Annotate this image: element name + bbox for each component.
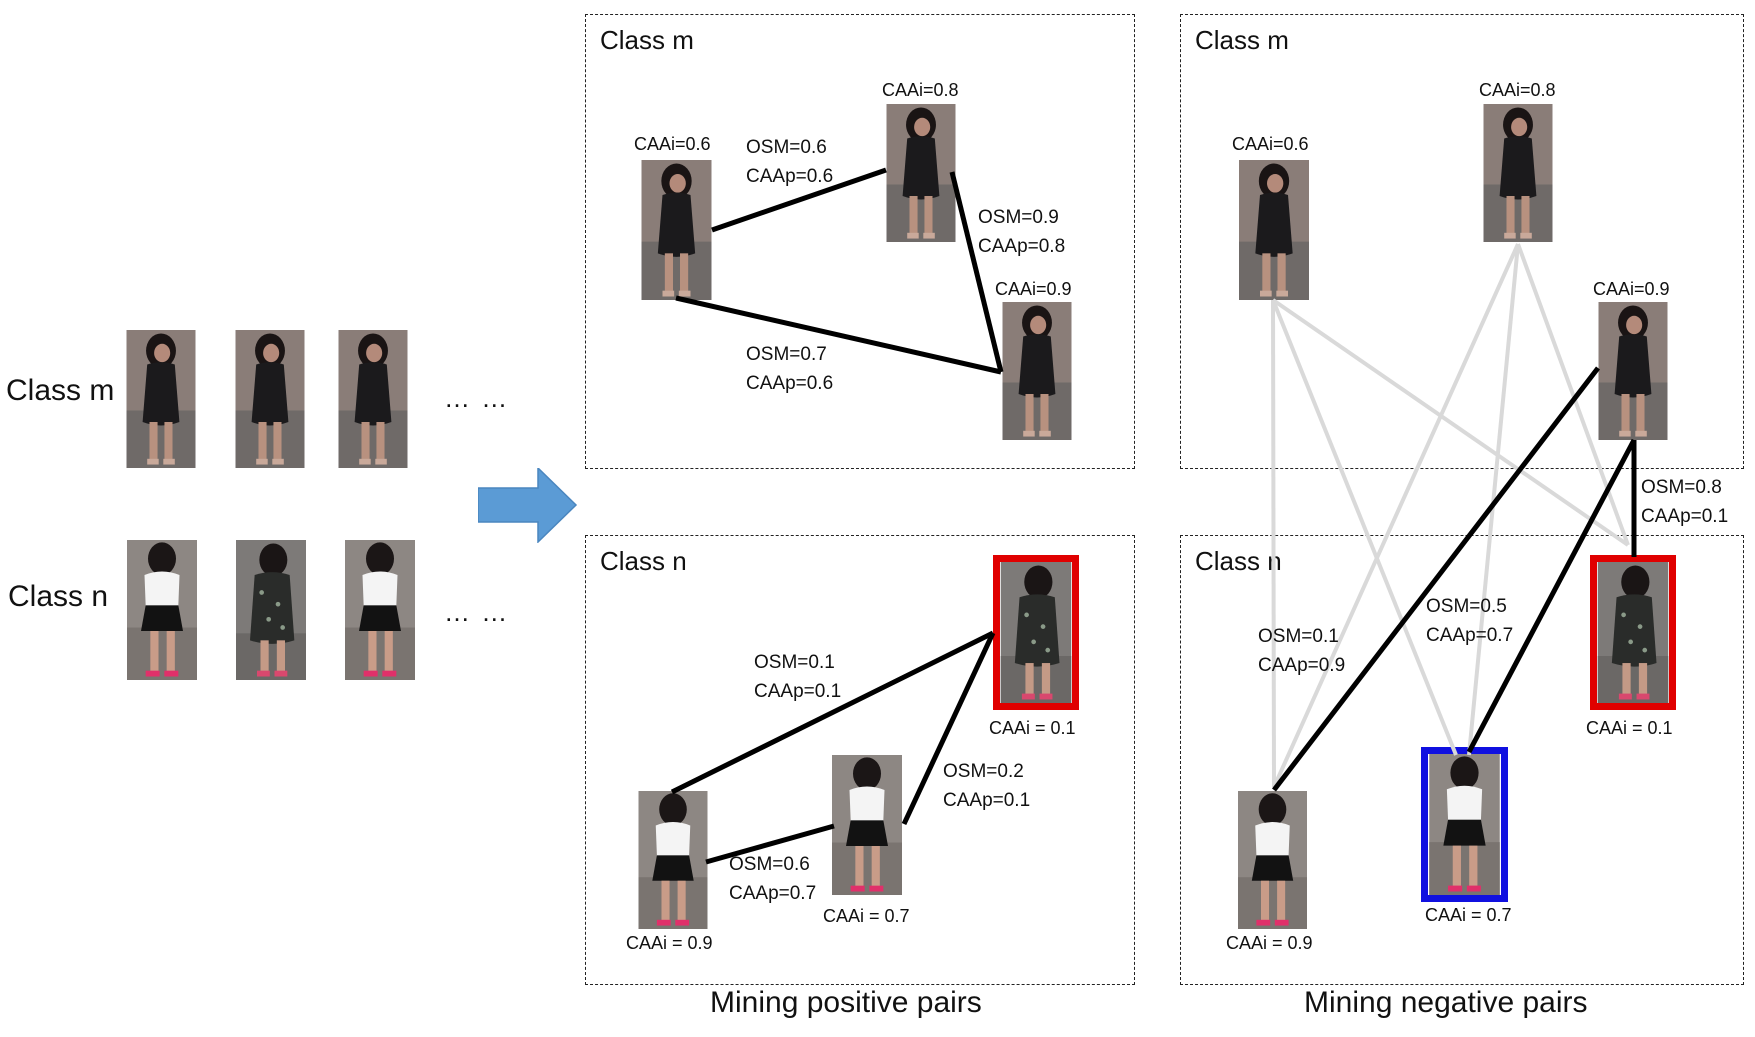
caai-label: CAAi=0.6: [1232, 134, 1309, 154]
caap-value: CAAp=0.6: [746, 166, 834, 187]
person-image: [1239, 160, 1309, 300]
panel-title: Class n: [600, 546, 687, 576]
osm-value: OSM=0.1: [754, 652, 835, 673]
hard-negative-image: [1590, 555, 1676, 710]
person-image: [637, 791, 709, 929]
osm-value: OSM=0.9: [978, 207, 1059, 228]
panel-title: Class m: [1195, 25, 1289, 55]
person-image: [886, 104, 956, 242]
osm-value: OSM=0.7: [746, 344, 827, 365]
edge-score-label: OSM=0.9 CAAp=0.8: [978, 203, 1065, 261]
edge-score-label: OSM=0.1 CAAp=0.1: [754, 648, 841, 706]
hard-positive-image: [993, 555, 1079, 710]
person-image: [1002, 302, 1072, 440]
caap-value: CAAp=0.1: [1641, 506, 1729, 527]
selected-negative-image: [1421, 747, 1508, 902]
edge-score-label: OSM=0.5 CAAp=0.7: [1426, 592, 1513, 650]
osm-value: OSM=0.2: [943, 761, 1024, 782]
caai-label: CAAi = 0.9: [1226, 933, 1313, 953]
person-image: [641, 160, 712, 300]
caai-label: CAAi=0.8: [882, 80, 959, 100]
caap-value: CAAp=0.7: [1426, 625, 1514, 646]
edge-score-label: OSM=0.2 CAAp=0.1: [943, 757, 1030, 815]
person-image: [1598, 302, 1668, 440]
caai-label: CAAi = 0.7: [823, 906, 910, 926]
right-arrow-icon: [478, 468, 578, 543]
person-image-m2: [235, 330, 305, 468]
panel-title: Class m: [600, 25, 694, 55]
person-image-n3: [344, 540, 416, 680]
edge-score-label: OSM=0.6 CAAp=0.6: [746, 133, 833, 191]
osm-value: OSM=0.1: [1258, 626, 1339, 647]
edge-score-label: OSM=0.1 CAAp=0.9: [1258, 622, 1345, 680]
caap-value: CAAp=0.1: [754, 681, 842, 702]
person-image-m1: [126, 330, 196, 468]
caap-value: CAAp=0.1: [943, 790, 1031, 811]
left-class-m-label: Class m: [6, 374, 115, 407]
caai-label: CAAi=0.6: [634, 134, 711, 154]
osm-value: OSM=0.5: [1426, 596, 1507, 617]
negative-caption: Mining negative pairs: [1304, 986, 1588, 1019]
caai-label: CAAi = 0.1: [989, 718, 1076, 738]
left-class-n-label: Class n: [8, 580, 109, 613]
caap-value: CAAp=0.7: [729, 883, 817, 904]
left-n-ellipsis: … …: [444, 597, 510, 627]
caai-label: CAAi = 0.9: [626, 933, 713, 953]
panel-title: Class n: [1195, 546, 1282, 576]
caai-label: CAAi=0.8: [1479, 80, 1556, 100]
person-image: [1237, 791, 1308, 929]
caai-label: CAAi=0.9: [995, 279, 1072, 299]
osm-value: OSM=0.6: [746, 137, 827, 158]
positive-caption: Mining positive pairs: [710, 986, 982, 1019]
person-image-n2: [235, 540, 307, 680]
osm-value: OSM=0.8: [1641, 477, 1722, 498]
caai-label: CAAi = 0.1: [1586, 718, 1673, 738]
caap-value: CAAp=0.9: [1258, 655, 1346, 676]
person-image-m3: [338, 330, 408, 468]
person-image: [831, 755, 903, 895]
osm-value: OSM=0.6: [729, 854, 810, 875]
person-image-n1: [126, 540, 198, 680]
caai-label: CAAi=0.9: [1593, 279, 1670, 299]
person-image: [1483, 104, 1553, 242]
caap-value: CAAp=0.8: [978, 236, 1066, 257]
left-m-ellipsis: … …: [444, 383, 510, 413]
caai-label: CAAi = 0.7: [1425, 905, 1512, 925]
edge-score-label: OSM=0.8 CAAp=0.1: [1641, 473, 1728, 531]
edge-score-label: OSM=0.7 CAAp=0.6: [746, 340, 833, 398]
edge-score-label: OSM=0.6 CAAp=0.7: [729, 850, 816, 908]
caap-value: CAAp=0.6: [746, 373, 834, 394]
